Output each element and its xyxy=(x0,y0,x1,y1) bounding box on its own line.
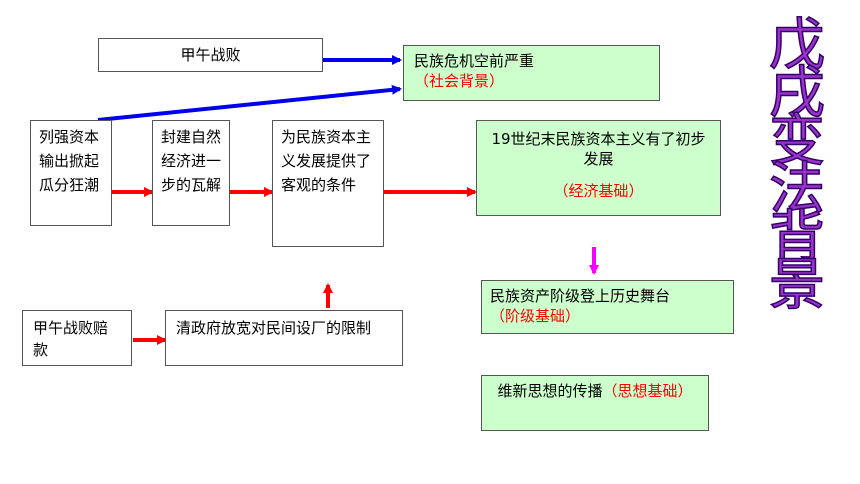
box-subtext: （经济基础） xyxy=(553,182,644,200)
box-capitalism: 19世纪末民族资本主义有了初步发展 （经济基础） xyxy=(476,120,721,216)
box-text: 维新思想的传播 xyxy=(497,382,603,400)
box-conditions: 为民族资本主义发展提供了客观的条件 xyxy=(272,120,384,247)
box-text: 民族资产阶级登上历史舞台 xyxy=(490,287,671,305)
box-war-indemnity: 甲午战败赔款 xyxy=(22,310,132,366)
box-text: 为民族资本主义发展提供了客观的条件 xyxy=(281,128,372,194)
box-text: 民族危机空前严重 xyxy=(414,52,535,70)
box-feudal: 封建自然经济进一步的瓦解 xyxy=(152,120,230,226)
box-text: 甲午战败赔款 xyxy=(33,319,109,359)
box-text: 19世纪末民族资本主义有了初步发展 xyxy=(491,130,706,168)
box-national-crisis: 民族危机空前严重 （社会背景） xyxy=(403,45,660,101)
title-char: 景 xyxy=(768,253,826,318)
box-text: 甲午战败 xyxy=(180,46,241,64)
box-text: 列强资本输出掀起瓜分狂潮 xyxy=(39,128,100,194)
title-char: 戌 xyxy=(768,61,826,126)
box-qing-policy: 清政府放宽对民间设厂的限制 xyxy=(165,310,403,366)
title-char: 背 xyxy=(768,205,826,270)
arrow-powers-to-crisis xyxy=(97,84,402,122)
box-reform-thought: 维新思想的传播（思想基础） xyxy=(481,375,709,431)
box-subtext: （社会背景） xyxy=(414,72,505,90)
box-powers: 列强资本输出掀起瓜分狂潮 xyxy=(30,120,112,226)
title-char: 戊 xyxy=(768,13,826,78)
title-char: 变 xyxy=(768,109,826,174)
box-text: 封建自然经济进一步的瓦解 xyxy=(161,128,222,194)
vertical-title: 戊 戌 变 法 背 景 xyxy=(765,13,829,318)
box-war-defeat-top: 甲午战败 xyxy=(98,38,323,72)
box-bourgeoisie: 民族资产阶级登上历史舞台 （阶级基础） xyxy=(481,280,734,334)
title-char: 法 xyxy=(768,157,826,222)
box-text: 清政府放宽对民间设厂的限制 xyxy=(176,319,372,337)
box-subtext: （阶级基础） xyxy=(490,307,581,325)
box-subtext: （思想基础） xyxy=(602,382,693,400)
